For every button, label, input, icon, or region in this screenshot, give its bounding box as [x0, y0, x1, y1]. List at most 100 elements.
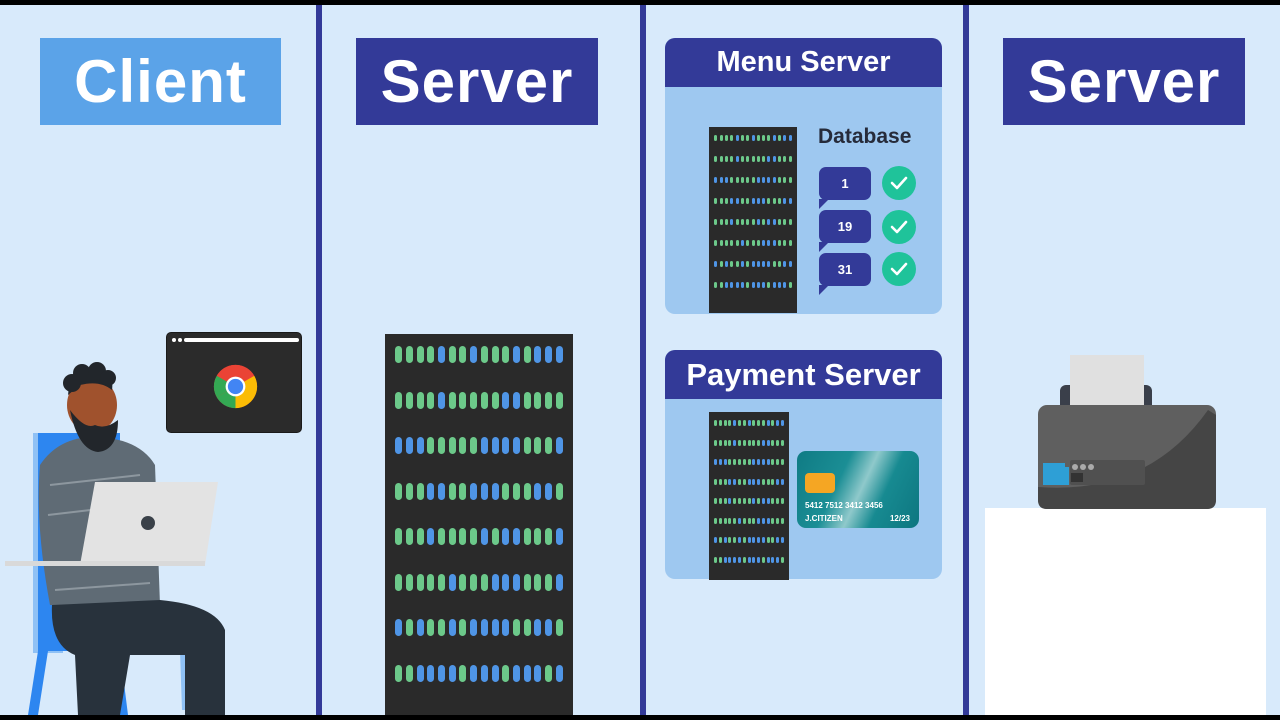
rack-led: [406, 482, 414, 500]
check-icon: [882, 252, 916, 286]
rack-led: [772, 177, 776, 183]
rack-led: [747, 537, 751, 543]
rack-led: [735, 240, 739, 246]
menu-server-rack: [709, 127, 797, 313]
rack-led: [718, 517, 722, 524]
rack-led: [776, 420, 780, 426]
rack-led: [772, 282, 776, 288]
rack-led: [502, 528, 510, 545]
rack-led: [788, 135, 792, 141]
rack-led: [438, 528, 446, 545]
rack-led: [766, 556, 770, 563]
rack-led: [776, 459, 780, 465]
rack-led: [735, 261, 739, 267]
rack-led: [438, 391, 446, 409]
rack-led: [723, 439, 727, 446]
rack-led: [555, 619, 563, 636]
column-divider: [963, 5, 969, 715]
rack-led: [733, 556, 737, 563]
rack-led: [395, 573, 403, 591]
rack-led-row: [385, 664, 573, 682]
rack-led: [427, 528, 435, 545]
rack-led: [718, 459, 722, 465]
rack-led: [470, 528, 478, 545]
rack-led: [395, 664, 403, 682]
rack-led: [523, 482, 531, 500]
rack-led: [746, 240, 750, 246]
rack-led: [459, 573, 467, 591]
rack-led: [762, 177, 766, 183]
rack-led: [752, 439, 756, 446]
rack-led: [491, 664, 499, 682]
rack-led: [766, 459, 770, 465]
person-with-laptop-illustration: [5, 362, 225, 715]
rack-led: [737, 478, 741, 485]
payment-server-title: Payment Server: [665, 350, 942, 399]
rack-led: [781, 478, 785, 485]
rack-led: [777, 282, 781, 288]
rack-led: [544, 573, 552, 591]
rack-led: [742, 537, 746, 543]
rack-led: [448, 573, 456, 591]
rack-led: [776, 439, 780, 446]
rack-led: [534, 437, 542, 454]
rack-led: [523, 528, 531, 545]
rack-led-row: [709, 498, 789, 504]
rack-led: [718, 537, 722, 543]
rack-led: [733, 498, 737, 504]
rack-led: [783, 261, 787, 267]
rack-led: [395, 437, 403, 454]
rack-led: [742, 498, 746, 504]
rack-led: [761, 517, 765, 524]
rack-led: [406, 346, 414, 363]
rack-led: [512, 391, 520, 409]
rack-led: [742, 478, 746, 485]
server-title-right: Server: [1003, 38, 1245, 125]
rack-led: [728, 420, 732, 426]
rack-led: [788, 177, 792, 183]
rack-led: [395, 482, 403, 500]
rack-led: [723, 517, 727, 524]
record-id: 1: [841, 176, 849, 191]
rack-led: [733, 420, 737, 426]
rack-led: [470, 482, 478, 500]
check-icon: [882, 210, 916, 244]
rack-led: [480, 482, 488, 500]
rack-led: [534, 664, 542, 682]
rack-led: [776, 498, 780, 504]
rack-led-row: [709, 219, 797, 225]
rack-led: [751, 156, 755, 162]
rack-led-row: [709, 156, 797, 162]
rack-led: [767, 282, 771, 288]
rack-led: [728, 459, 732, 465]
rack-led: [470, 437, 478, 454]
record-id: 31: [837, 262, 853, 277]
rack-led: [544, 437, 552, 454]
rack-led: [756, 198, 760, 204]
rack-led: [406, 437, 414, 454]
rack-led: [737, 459, 741, 465]
rack-led: [713, 439, 717, 446]
rack-led: [459, 619, 467, 636]
rack-led: [757, 517, 761, 524]
rack-led-row: [385, 528, 573, 545]
rack-led: [544, 391, 552, 409]
rack-led: [719, 261, 723, 267]
rack-led: [777, 219, 781, 225]
rack-led: [416, 391, 424, 409]
rack-led: [719, 282, 723, 288]
rack-led-row: [709, 439, 789, 446]
rack-led: [534, 482, 542, 500]
rack-led: [730, 198, 734, 204]
rack-led: [719, 240, 723, 246]
rack-led: [395, 391, 403, 409]
rack-led: [718, 478, 722, 485]
rack-led: [740, 219, 744, 225]
rack-led: [718, 498, 722, 504]
rack-led-row: [709, 261, 797, 267]
rack-led: [502, 573, 510, 591]
rack-led: [747, 556, 751, 563]
rack-led: [719, 219, 723, 225]
rack-led: [470, 619, 478, 636]
rack-led: [491, 528, 499, 545]
